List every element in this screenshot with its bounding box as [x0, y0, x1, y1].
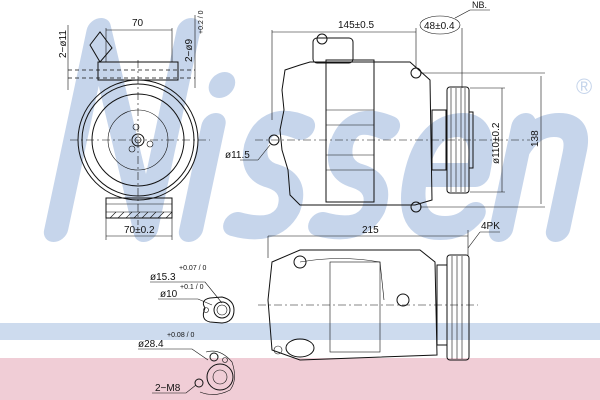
bottom-length-label: 215	[362, 225, 379, 236]
registered-mark: ®	[576, 74, 593, 99]
side-length-label: 145±0.5	[338, 20, 375, 31]
pink-band	[0, 358, 600, 400]
port2-tol: +0.08 / 0	[167, 332, 195, 339]
side-view: 145±0.5 48±0.4 NB. ø11.5 ø110±0.2 138	[225, 0, 545, 213]
front-hole-right-tolerance: +0.2 / 0	[198, 10, 205, 34]
pulley-diameter-label: ø110±0.2	[491, 122, 502, 164]
port1-outer-dia-label: ø15.3	[150, 272, 176, 283]
port1-inner-tol: +0.1 / 0	[180, 284, 204, 291]
front-bottom-width-label: 70±0.2	[124, 225, 155, 236]
port2-thread-label: 2−M8	[155, 383, 181, 394]
blue-band	[0, 323, 600, 340]
nb-dimension-label: 48±0.4	[424, 21, 455, 32]
port1-inner-dia-label: ø10	[160, 289, 178, 300]
port1-outer-tol: +0.07 / 0	[179, 265, 207, 272]
bottom-view: 215 4PK	[258, 221, 500, 361]
belt-type-label: 4PK	[481, 221, 500, 232]
height-label: 138	[530, 130, 541, 147]
front-hole-right-label: 2−ø9	[184, 38, 195, 62]
front-hole-left-label: 2−ø11	[58, 30, 69, 58]
port2-dia-label: ø28.4	[138, 339, 164, 350]
front-top-width-label: 70	[132, 18, 144, 29]
mount-hole-label: ø11.5	[225, 150, 250, 161]
front-view: 70 70±0.2 2−ø11 2−ø9 +0.2 / 0	[58, 10, 210, 240]
nb-label: NB.	[472, 0, 487, 10]
port-details: ø15.3 +0.07 / 0 ø10 +0.1 / 0 ø28.4 +0.08…	[138, 265, 235, 395]
